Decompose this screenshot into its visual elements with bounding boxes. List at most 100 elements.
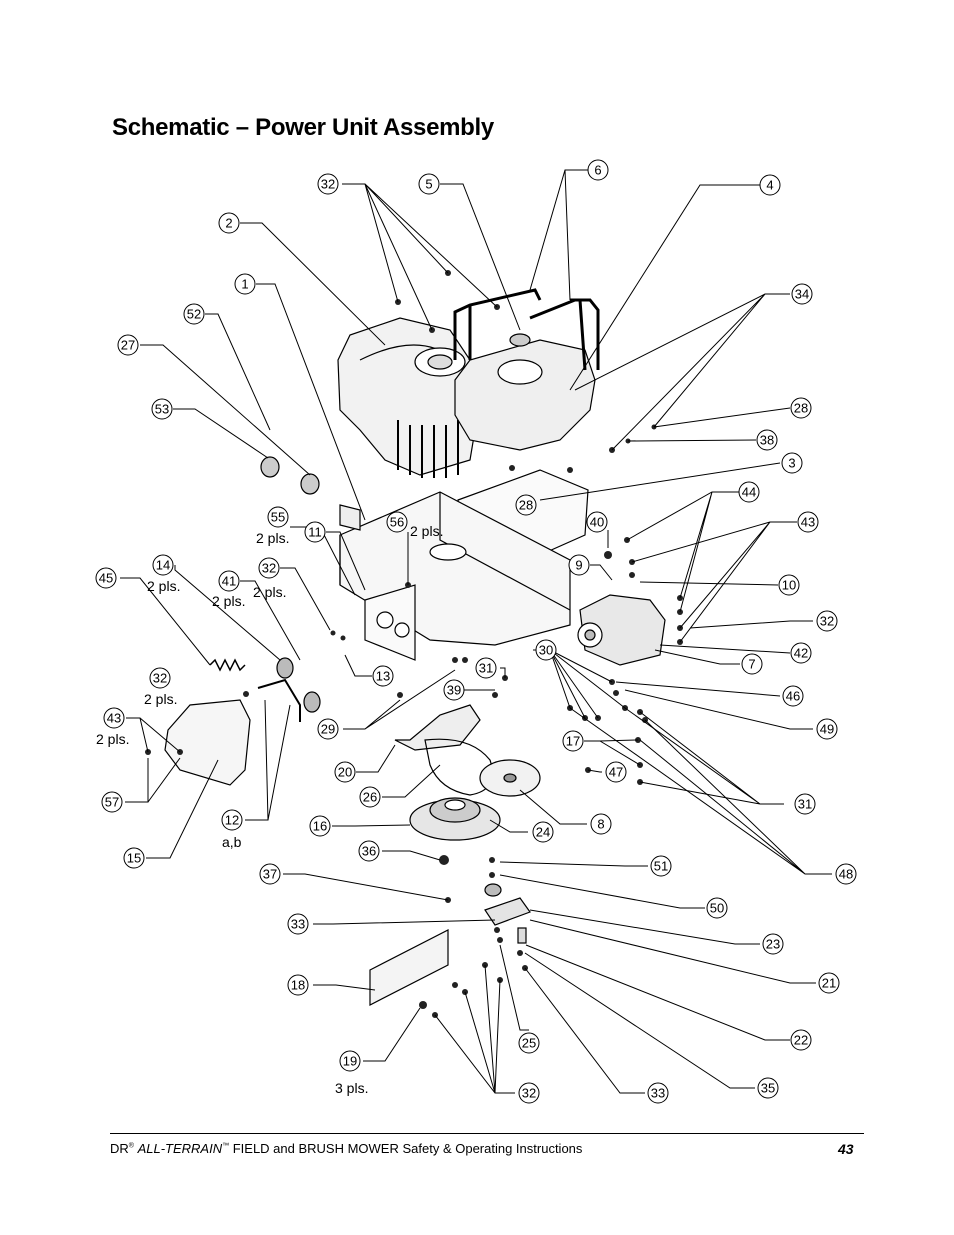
idler-arm bbox=[394, 704, 481, 751]
footer-caption: DR® ALL-TERRAIN™ FIELD and BRUSH MOWER S… bbox=[110, 1141, 582, 1156]
svg-text:41: 41 bbox=[222, 574, 236, 589]
footer-rule bbox=[110, 1133, 864, 1134]
svg-text:7: 7 bbox=[748, 657, 755, 672]
callout-25: 25 bbox=[518, 1032, 540, 1054]
svg-text:49: 49 bbox=[820, 722, 834, 737]
svg-text:18: 18 bbox=[291, 978, 305, 993]
callout-49: 49 bbox=[816, 718, 838, 740]
svg-text:47: 47 bbox=[609, 765, 623, 780]
callout-11: 11 bbox=[304, 521, 326, 543]
svg-text:32: 32 bbox=[262, 561, 276, 576]
callout-44: 44 bbox=[738, 481, 760, 503]
svg-text:10: 10 bbox=[782, 578, 796, 593]
callout-57: 57 bbox=[101, 791, 123, 813]
svg-text:22: 22 bbox=[794, 1033, 808, 1048]
footer-tm-mark: ™ bbox=[222, 1142, 230, 1150]
callout-28-b: 28 bbox=[515, 494, 537, 516]
quantity-notes: 2 pls. 2 pls. 2 pls. 2 pls. 2 pls. 2 pls… bbox=[96, 523, 443, 1096]
footer-rest: FIELD and BRUSH MOWER Safety & Operating… bbox=[229, 1141, 583, 1156]
callout-52: 52 bbox=[183, 303, 205, 325]
callout-31-a: 31 bbox=[475, 657, 497, 679]
footer-product: ALL-TERRAIN bbox=[137, 1141, 223, 1156]
leader-lines bbox=[120, 169, 832, 1094]
callout-31-b: 31 bbox=[794, 793, 816, 815]
svg-text:40: 40 bbox=[590, 515, 604, 530]
gear-box bbox=[579, 594, 666, 666]
callout-35: 35 bbox=[757, 1077, 779, 1099]
callout-29: 29 bbox=[317, 718, 339, 740]
note-19: 3 pls. bbox=[335, 1080, 368, 1096]
svg-text:55: 55 bbox=[271, 510, 285, 525]
callout-46: 46 bbox=[782, 685, 804, 707]
svg-text:31: 31 bbox=[479, 661, 493, 676]
svg-text:36: 36 bbox=[362, 844, 376, 859]
svg-text:43: 43 bbox=[801, 515, 815, 530]
svg-text:28: 28 bbox=[794, 401, 808, 416]
svg-text:21: 21 bbox=[822, 976, 836, 991]
callout-1: 1 bbox=[234, 273, 256, 295]
callout-22: 22 bbox=[790, 1029, 812, 1051]
svg-text:12: 12 bbox=[225, 813, 239, 828]
svg-text:8: 8 bbox=[597, 817, 604, 832]
callout-38: 38 bbox=[756, 429, 778, 451]
callout-5: 5 bbox=[418, 173, 440, 195]
svg-text:23: 23 bbox=[766, 937, 780, 952]
svg-text:44: 44 bbox=[742, 485, 756, 500]
svg-text:19: 19 bbox=[343, 1054, 357, 1069]
callout-34: 34 bbox=[791, 283, 813, 305]
callout-43-a: 43 bbox=[797, 511, 819, 533]
svg-text:20: 20 bbox=[338, 765, 352, 780]
svg-text:43: 43 bbox=[107, 711, 121, 726]
svg-text:13: 13 bbox=[376, 669, 390, 684]
svg-text:5: 5 bbox=[425, 177, 432, 192]
callout-8: 8 bbox=[590, 813, 612, 835]
svg-text:9: 9 bbox=[575, 558, 582, 573]
svg-text:56: 56 bbox=[390, 515, 404, 530]
callout-32-a: 32 bbox=[317, 173, 339, 195]
callout-7: 7 bbox=[741, 653, 763, 675]
callout-15: 15 bbox=[123, 847, 145, 869]
svg-text:53: 53 bbox=[155, 402, 169, 417]
svg-text:35: 35 bbox=[761, 1081, 775, 1096]
callout-labels: 32 5 6 4 2 1 34 52 27 53 28 38 3 28 44 4… bbox=[95, 159, 857, 1104]
fuel-tank bbox=[454, 339, 596, 451]
callout-3: 3 bbox=[781, 452, 803, 474]
footer-reg-mark: ® bbox=[128, 1142, 134, 1150]
svg-text:1: 1 bbox=[241, 277, 248, 292]
callout-28-a: 28 bbox=[790, 397, 812, 419]
svg-text:6: 6 bbox=[594, 163, 601, 178]
svg-text:4: 4 bbox=[766, 178, 773, 193]
callout-33-a: 33 bbox=[287, 913, 309, 935]
handle-bar bbox=[453, 288, 600, 371]
svg-text:32: 32 bbox=[321, 177, 335, 192]
svg-text:31: 31 bbox=[798, 797, 812, 812]
callout-47: 47 bbox=[605, 761, 627, 783]
callout-14: 14 bbox=[152, 554, 174, 576]
parts-drawing bbox=[164, 288, 666, 1006]
belt-shield bbox=[164, 699, 251, 786]
callout-13: 13 bbox=[372, 665, 394, 687]
svg-text:25: 25 bbox=[522, 1036, 536, 1051]
callout-16: 16 bbox=[309, 815, 331, 837]
callout-39: 39 bbox=[443, 679, 465, 701]
callout-10: 10 bbox=[778, 574, 800, 596]
callout-55: 55 bbox=[267, 506, 289, 528]
callout-21: 21 bbox=[818, 972, 840, 994]
note-41: 2 pls. bbox=[212, 593, 245, 609]
callout-24: 24 bbox=[532, 821, 554, 843]
svg-text:32: 32 bbox=[153, 671, 167, 686]
svg-text:24: 24 bbox=[536, 825, 550, 840]
callout-18: 18 bbox=[287, 974, 309, 996]
note-43-b: 2 pls. bbox=[96, 731, 129, 747]
svg-text:27: 27 bbox=[121, 338, 135, 353]
svg-text:16: 16 bbox=[313, 819, 327, 834]
callout-53: 53 bbox=[151, 398, 173, 420]
svg-text:51: 51 bbox=[654, 859, 668, 874]
svg-text:52: 52 bbox=[187, 307, 201, 322]
callout-32-e: 32 bbox=[518, 1082, 540, 1104]
callout-41: 41 bbox=[218, 570, 240, 592]
svg-text:34: 34 bbox=[795, 287, 809, 302]
svg-text:57: 57 bbox=[105, 795, 119, 810]
callout-43-b: 43 bbox=[103, 707, 125, 729]
